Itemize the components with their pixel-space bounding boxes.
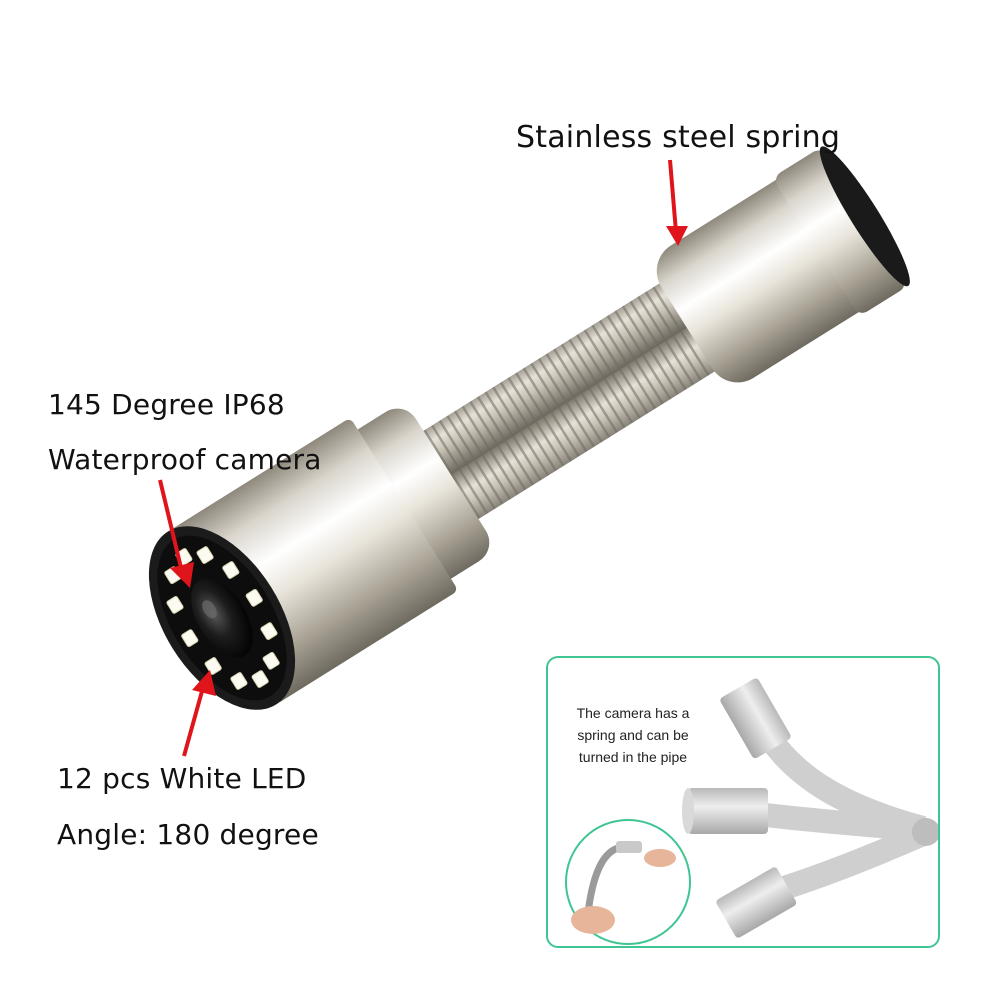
white-led <box>251 670 269 688</box>
camera-lens <box>191 578 253 658</box>
white-led <box>222 561 240 579</box>
camera-label-line2: Waterproof camera <box>48 443 322 476</box>
front-collar <box>336 408 490 589</box>
white-led <box>262 651 280 670</box>
inset-illustration <box>565 678 938 945</box>
white-led <box>230 672 248 690</box>
white-led <box>181 629 199 647</box>
stainless-spring <box>391 279 723 538</box>
spring-label: Stainless steel spring <box>516 120 841 155</box>
led-label: 12 pcs White LED <box>57 762 307 795</box>
annotation-arrows <box>158 159 688 757</box>
inset-caption: The camera has a spring and can be turne… <box>558 702 708 768</box>
camera-probe <box>148 146 910 710</box>
inset-caption-line-1: The camera has a <box>576 705 690 721</box>
white-led <box>245 589 263 607</box>
white-led <box>204 657 222 675</box>
inset-caption-line-3: turned in the pipe <box>578 749 688 765</box>
angle-label: Angle: 180 degree <box>57 818 319 851</box>
white-led <box>166 596 184 614</box>
white-led <box>260 622 278 640</box>
flex-inset-panel: The camera has a spring and can be turne… <box>546 656 940 948</box>
camera-label-line1: 145 Degree IP68 <box>48 388 285 421</box>
white-led <box>196 546 214 564</box>
inset-caption-line-2: spring and can be <box>577 727 689 743</box>
